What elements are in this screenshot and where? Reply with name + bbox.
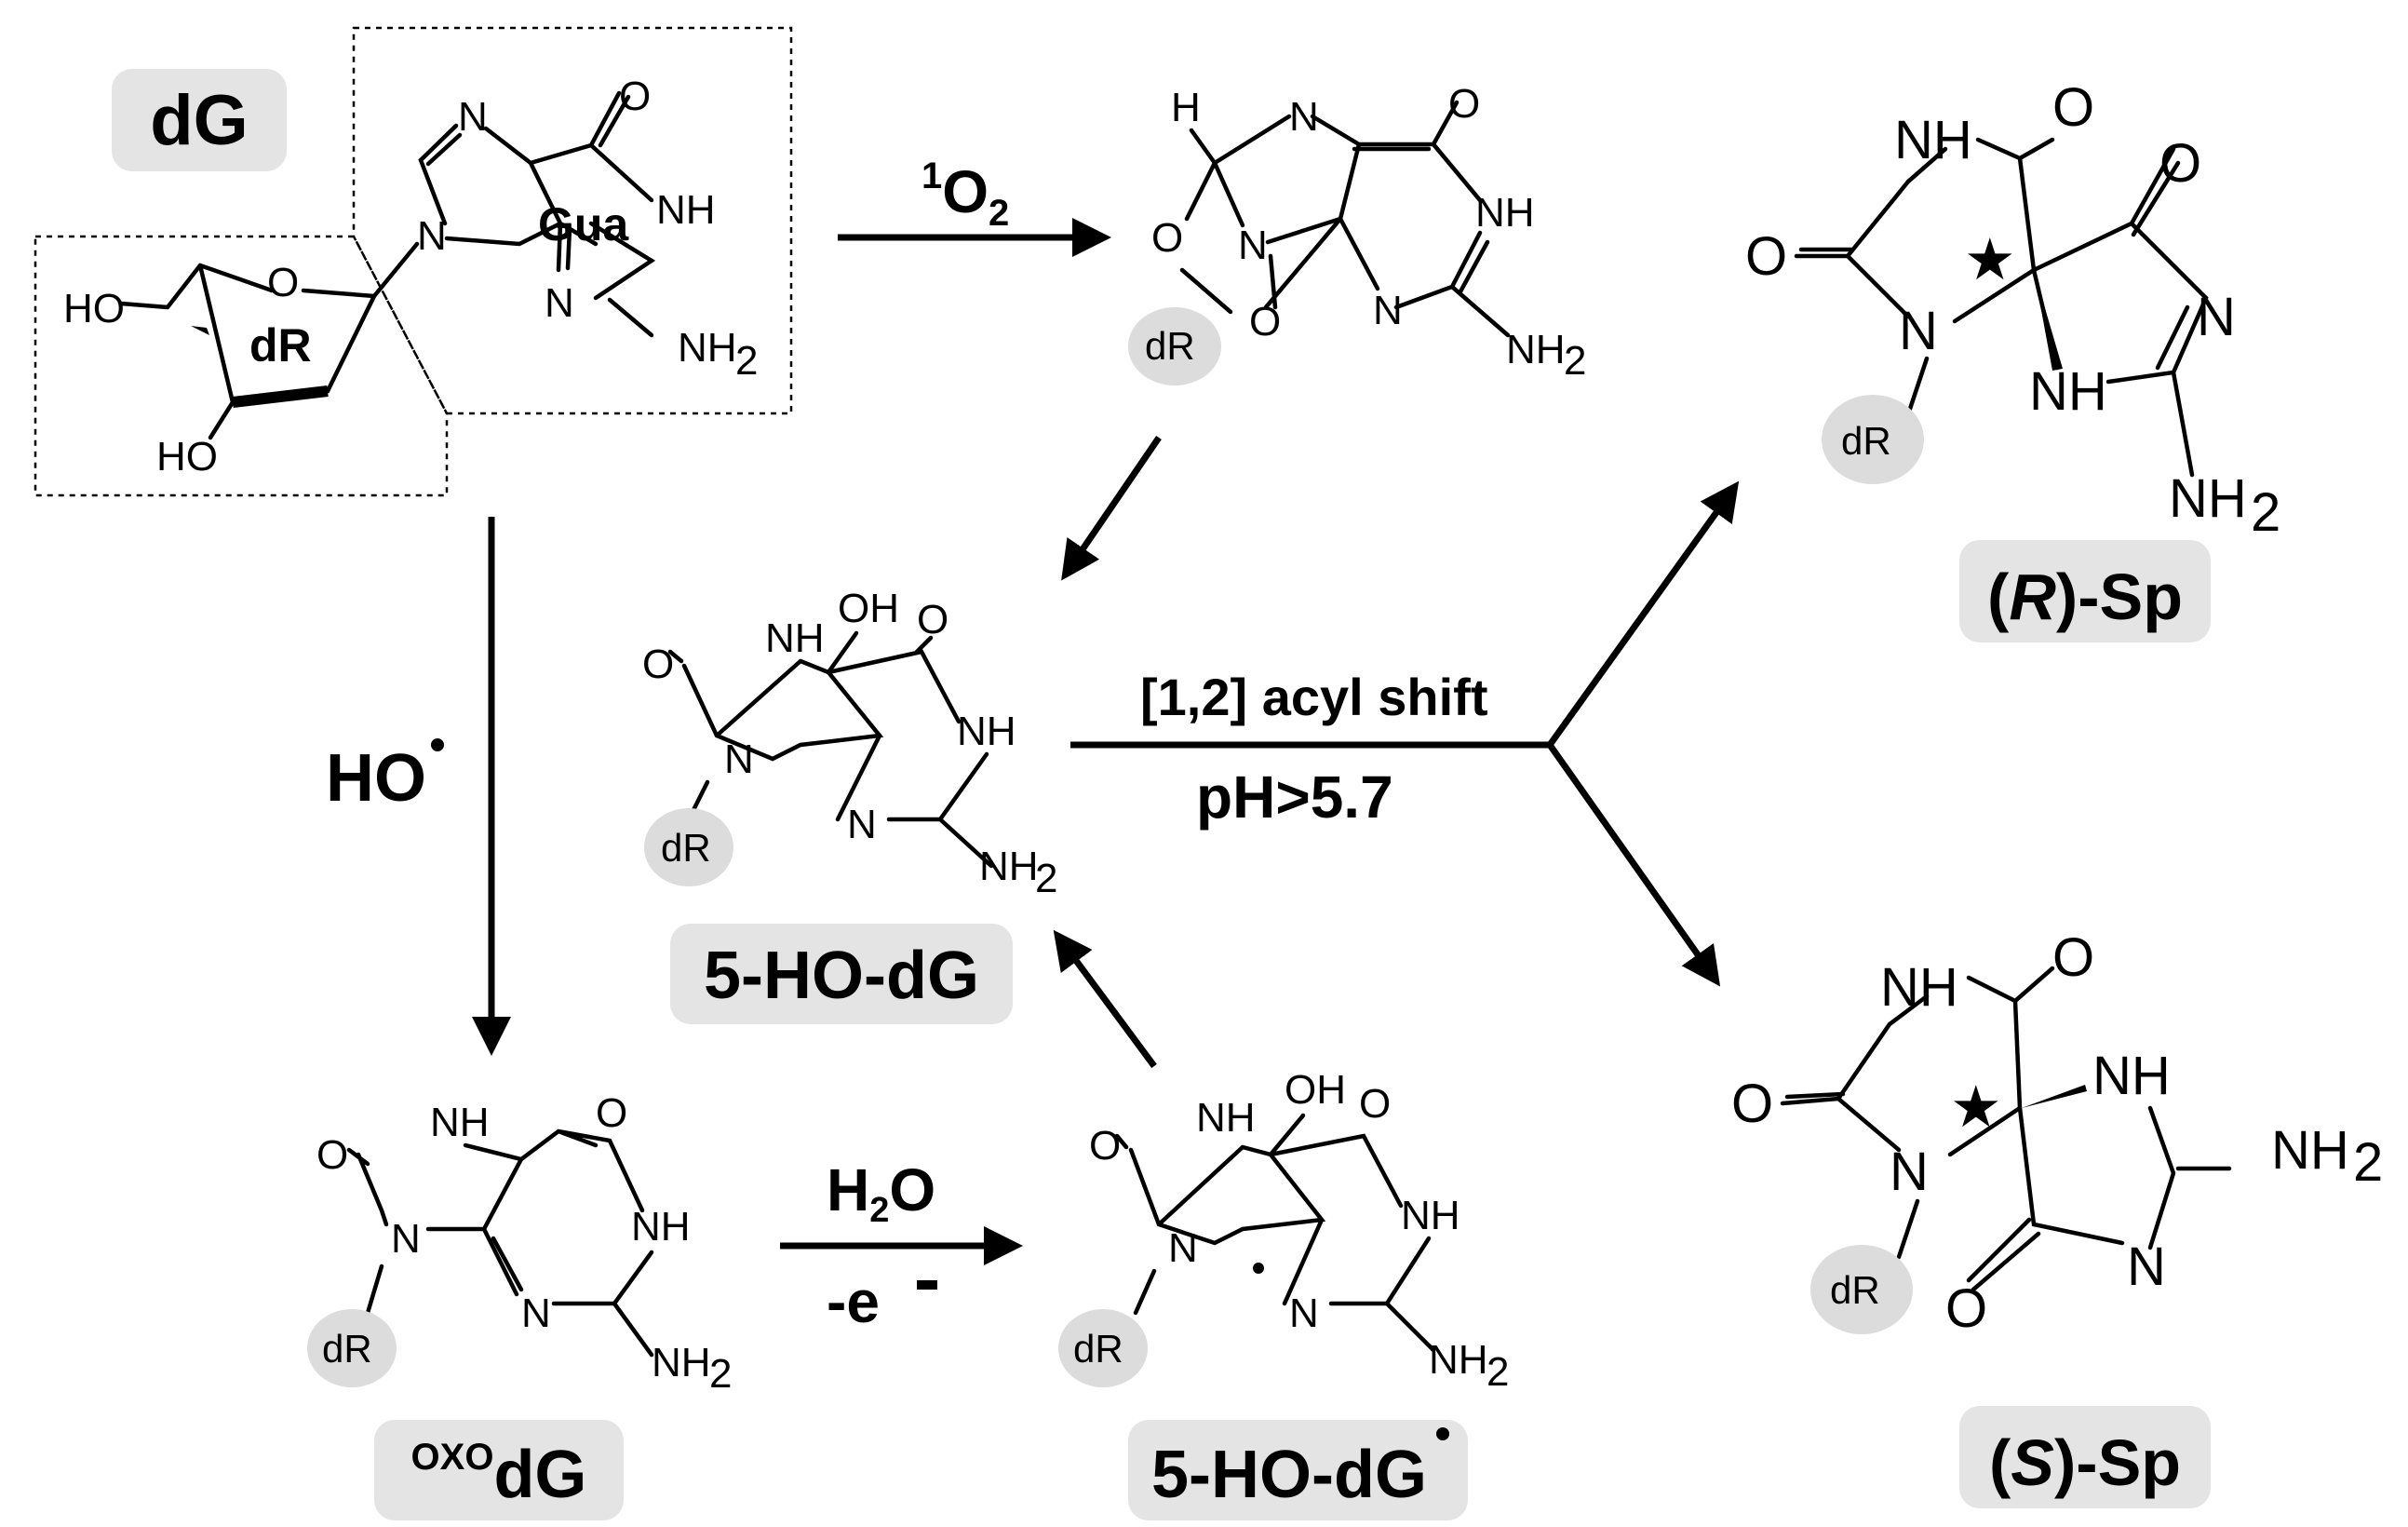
oxodg-label: OXOdG [374, 1420, 624, 1520]
svg-text:NH: NH [652, 1340, 711, 1385]
5-ho-dg-structure: NH OH O O NH N N NH 2 dR [642, 586, 1057, 901]
arrow-to-s-sp [1547, 742, 1721, 987]
dg-structure: dG O HO HO dR N N O NH N NH 2 Gua [34, 26, 793, 497]
svg-text:O: O [1448, 81, 1480, 127]
svg-text:(S)-Sp: (S)-Sp [1989, 1426, 2181, 1499]
svg-text:NH: NH [1196, 1095, 1256, 1141]
star-icon: ★ [1950, 1075, 2002, 1140]
svg-text:N: N [1238, 223, 1268, 268]
svg-text:5-HO-dG: 5-HO-dG [1151, 1438, 1427, 1512]
svg-text:NH: NH [1475, 190, 1535, 236]
svg-text:HO: HO [63, 286, 125, 331]
oxodg-structure: NH O O NH N N NH 2 dR [307, 1090, 732, 1397]
svg-text:2: 2 [1487, 1349, 1509, 1395]
svg-text:dR: dR [1841, 419, 1891, 463]
svg-text:NH: NH [1429, 1337, 1488, 1383]
svg-text:O: O [1151, 215, 1183, 261]
sugar-box [34, 235, 449, 497]
svg-text:N: N [1289, 1291, 1319, 1336]
svg-text:N: N [458, 94, 488, 140]
svg-text:HO: HO [156, 434, 218, 480]
svg-text:2: 2 [2353, 1132, 2383, 1193]
svg-text:O: O [596, 1090, 627, 1136]
star-icon: ★ [1964, 228, 2016, 292]
arrow-endoperoxide-to-5hodg [1061, 436, 1162, 581]
svg-text:O: O [1945, 1278, 1987, 1339]
dr-label: dR [249, 319, 312, 372]
s-sp-structure: NH O O NH NH 2 N N O ★ dR [1731, 927, 2383, 1339]
svg-text:NH: NH [2169, 468, 2247, 529]
svg-text:NH: NH [678, 325, 737, 371]
svg-text:dR: dR [1830, 1268, 1880, 1312]
electron-label: -e [827, 1268, 880, 1335]
svg-text:O: O [2052, 77, 2094, 138]
singlet-oxygen-label: 1O2 [921, 155, 1009, 234]
svg-text:O: O [316, 1132, 348, 1178]
svg-text:N: N [521, 1291, 551, 1336]
svg-text:O: O [1745, 226, 1787, 287]
svg-text:(R)-Sp: (R)-Sp [1987, 561, 2183, 633]
svg-text:2: 2 [1564, 338, 1586, 384]
svg-text:OXOdG: OXOdG [411, 1437, 587, 1512]
svg-text:2: 2 [2251, 482, 2280, 543]
svg-text:NH: NH [2271, 1120, 2349, 1181]
svg-text:OH: OH [838, 586, 899, 631]
gua-label: Gua [538, 198, 629, 250]
svg-text:dR: dR [661, 826, 711, 870]
endoperoxide-structure: dR H N O NH O N O N NH 2 [1128, 81, 1586, 385]
svg-text:NH: NH [765, 615, 825, 661]
svg-text:NH: NH [631, 1204, 691, 1250]
svg-text:O: O [1731, 1074, 1773, 1134]
svg-text:dR: dR [322, 1327, 372, 1371]
svg-text:N: N [847, 802, 877, 847]
svg-text:N: N [391, 1216, 421, 1262]
svg-text:NH: NH [979, 844, 1039, 889]
svg-text:N: N [545, 280, 574, 326]
svg-text:O: O [267, 260, 299, 305]
base-box [352, 26, 793, 415]
svg-text:NH: NH [430, 1100, 490, 1145]
svg-text:5-HO-dG: 5-HO-dG [704, 939, 979, 1013]
r-sp-structure: NH O O O N N NH NH 2 ★ dR [1745, 77, 2280, 543]
svg-text:NH: NH [1880, 957, 1958, 1018]
svg-text:O: O [642, 642, 674, 687]
dg-label: dG [150, 81, 249, 160]
svg-text:2: 2 [1035, 856, 1057, 901]
svg-text:O: O [917, 597, 948, 642]
svg-text:NH: NH [1506, 327, 1566, 372]
svg-text:O: O [2052, 927, 2094, 988]
svg-text:N: N [2127, 1236, 2166, 1297]
hydroxyl-radical-label: HO [326, 741, 426, 816]
svg-text:O: O [1089, 1123, 1121, 1169]
svg-text:O: O [1359, 1081, 1391, 1127]
svg-text:N: N [1373, 288, 1403, 333]
ph-label: pH>5.7 [1196, 764, 1393, 831]
svg-text:OH: OH [1285, 1067, 1346, 1113]
svg-text:N: N [1890, 1142, 1929, 1202]
5-ho-dg-label: 5-HO-dG [670, 924, 1013, 1024]
water-label: H2O [827, 1156, 935, 1230]
r-sp-label: (R)-Sp [1959, 540, 2211, 642]
svg-text:N: N [417, 213, 447, 259]
svg-text:N: N [1899, 301, 1938, 361]
svg-text:H: H [1171, 85, 1201, 130]
5-ho-dg-radical-structure: NH OH O O NH N N NH 2 dR [1058, 1067, 1509, 1395]
arrow-radical-to-5hodg [1053, 929, 1157, 1069]
dg-label-bg [112, 69, 287, 171]
svg-text:2: 2 [735, 338, 758, 384]
svg-text:O: O [619, 74, 651, 119]
svg-text:dR: dR [1073, 1327, 1123, 1371]
5-ho-dg-radical-label: 5-HO-dG [1128, 1420, 1468, 1520]
svg-text:NH: NH [656, 187, 716, 233]
svg-text:NH: NH [1401, 1193, 1460, 1238]
svg-text:NH: NH [2092, 1046, 2171, 1106]
svg-text:NH: NH [957, 709, 1016, 754]
arrow-to-r-sp [1547, 480, 1740, 748]
svg-text:NH: NH [2029, 361, 2107, 422]
s-sp-label: (S)-Sp [1959, 1406, 2211, 1508]
svg-text:2: 2 [709, 1351, 732, 1397]
acyl-shift-label: [1,2] acyl shift [1140, 668, 1487, 726]
svg-text:dR: dR [1145, 324, 1195, 368]
